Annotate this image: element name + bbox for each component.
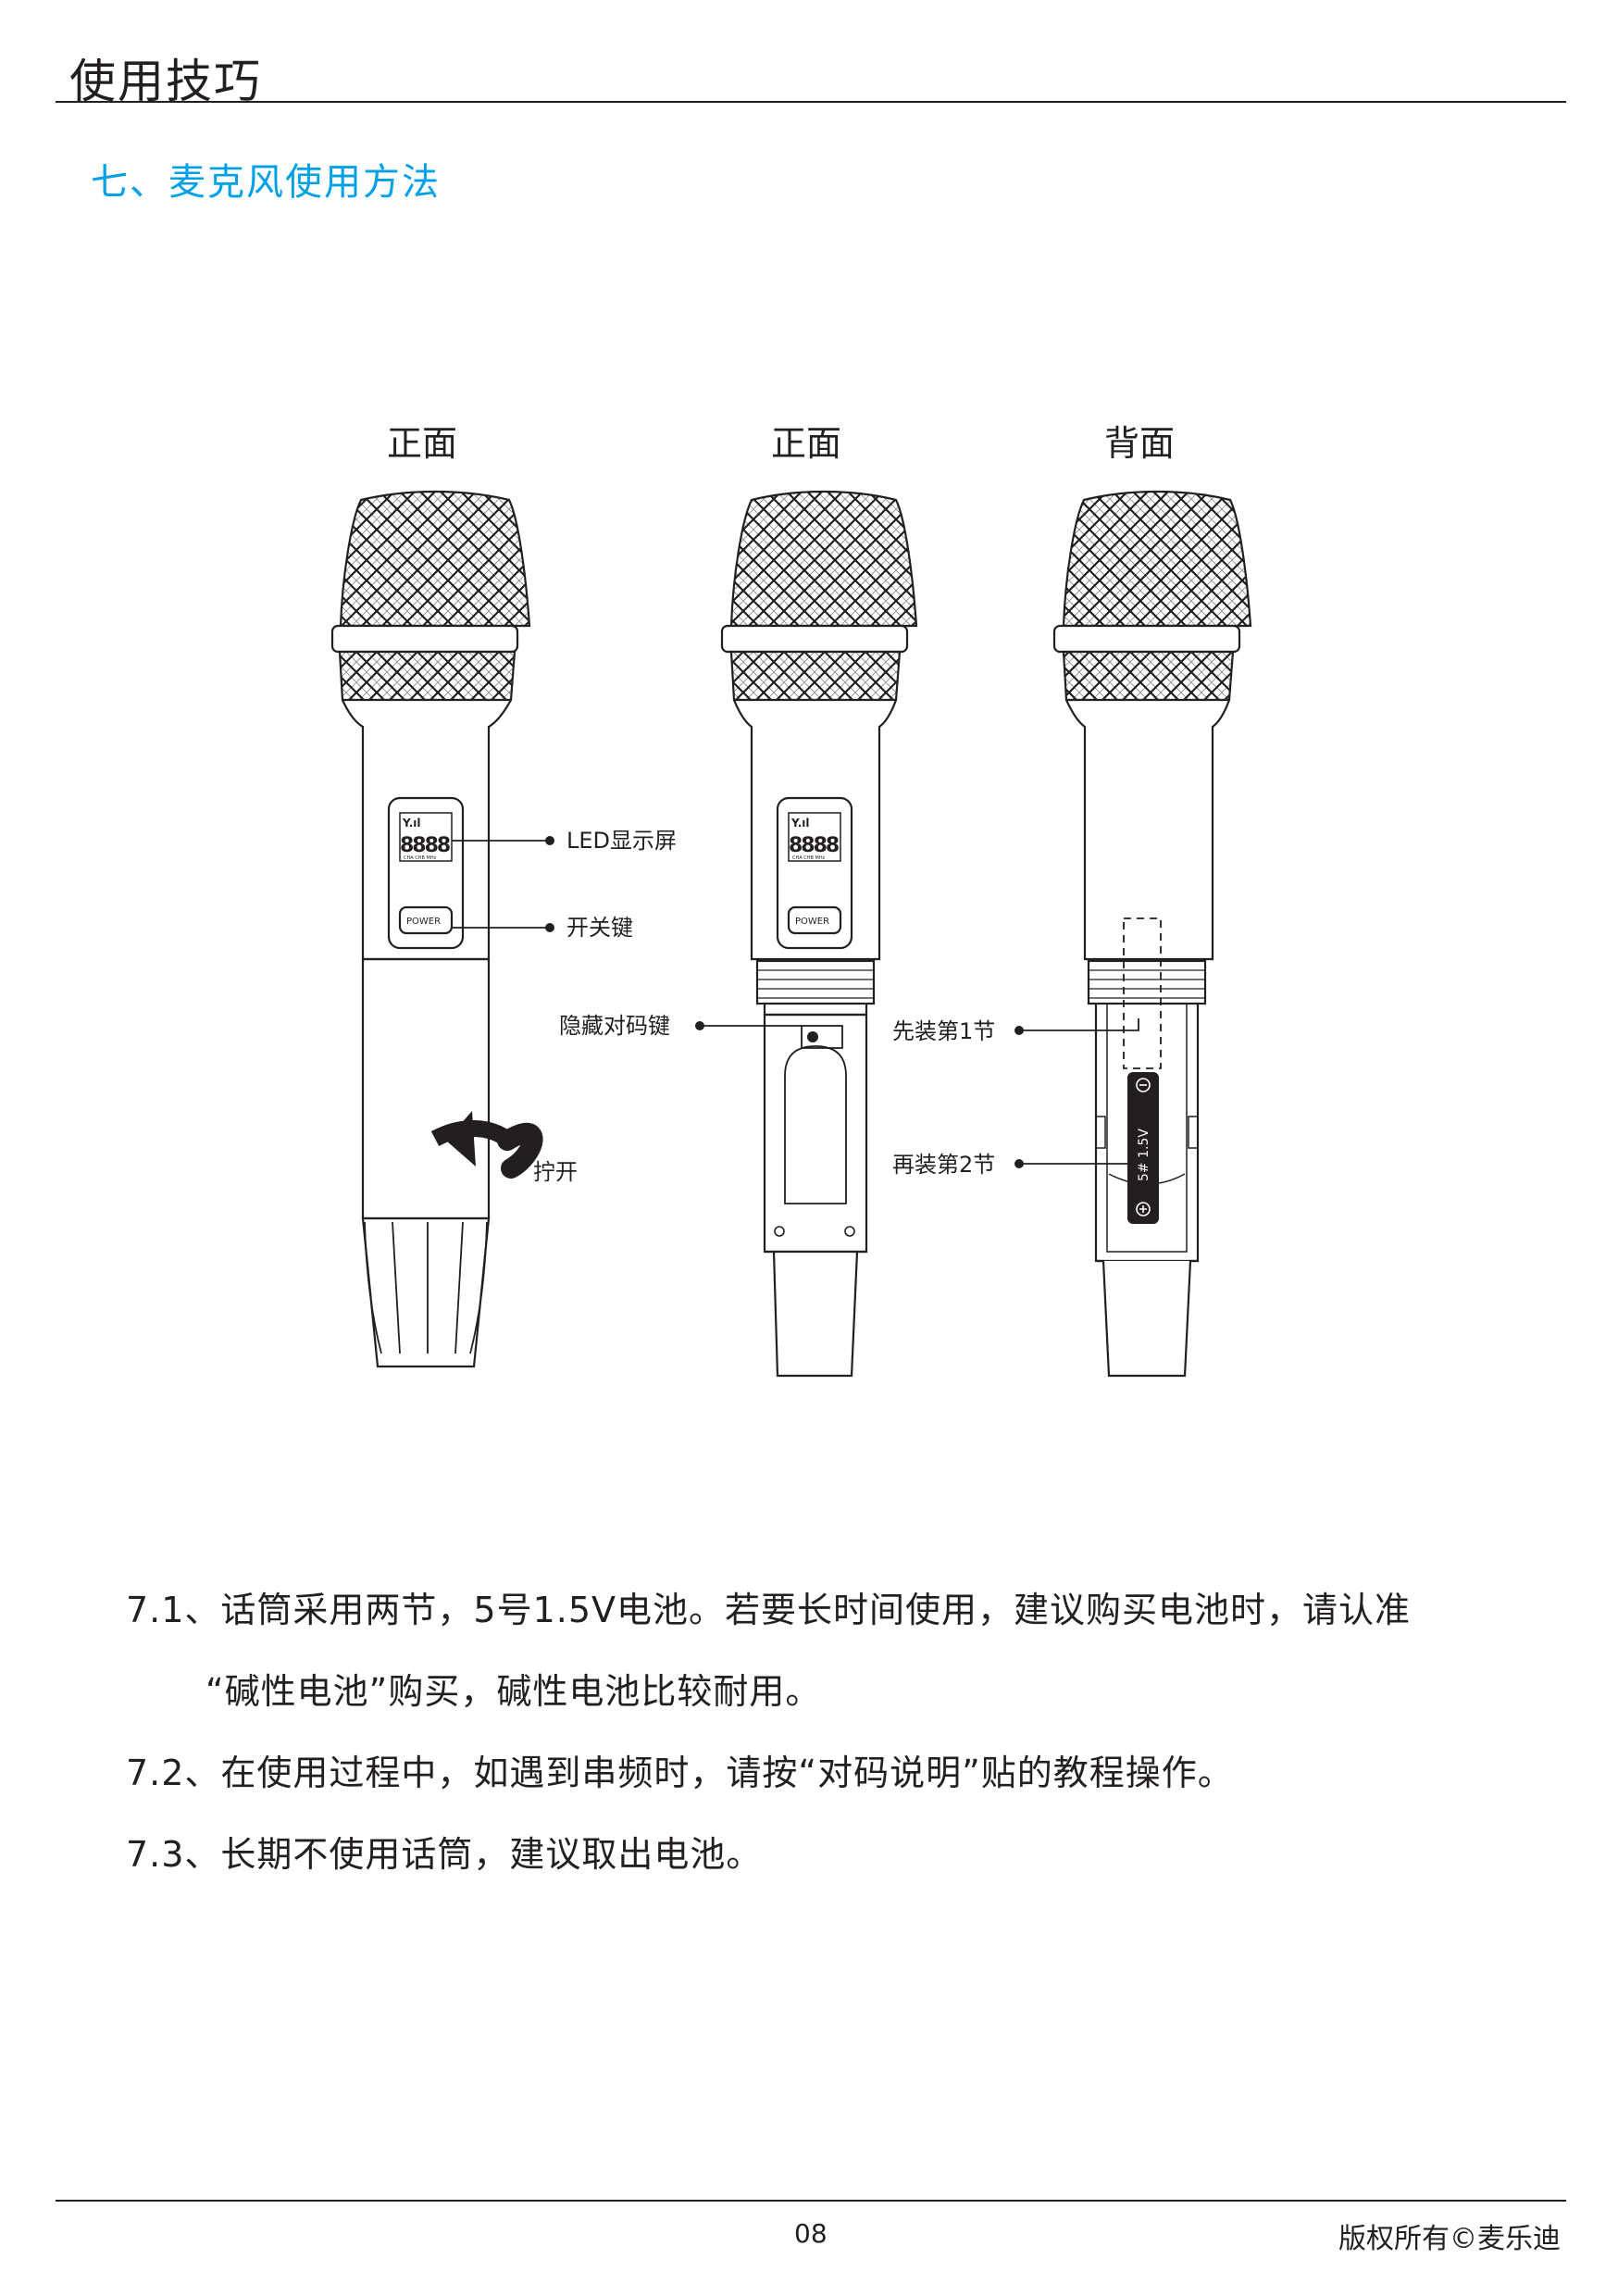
- page-header-title: 使用技巧: [69, 55, 262, 108]
- note-7-1-line-1: 7.1、话筒采用两节，5号1.5V电池。若要长时间使用，建议购买电池时，请认准: [126, 1590, 1412, 1630]
- view-label-front-2: 正面: [771, 423, 842, 464]
- minus-icon: [1136, 1078, 1151, 1092]
- mic-front-1: [330, 490, 531, 1368]
- microphone-grille: [729, 490, 918, 628]
- microphone-grille: [1062, 490, 1252, 628]
- note-7-2: 7.2、在使用过程中，如遇到串频时，请按“对码说明”贴的教程操作。: [126, 1753, 1234, 1793]
- mic-front-2: [720, 490, 918, 1378]
- battery-icon: [1127, 1072, 1159, 1224]
- callout-leaders: [452, 840, 1139, 1165]
- rotate-arrow-icon: [430, 1111, 543, 1179]
- svg-text:5# 1.5V: 5# 1.5V: [1137, 1129, 1151, 1181]
- view-label-front-1: 正面: [387, 423, 458, 464]
- plus-icon: [1136, 1202, 1151, 1217]
- note-7-3: 7.3、长期不使用话筒，建议取出电池。: [126, 1834, 763, 1875]
- callout-power: 开关键: [566, 915, 633, 941]
- microphone-grille: [339, 490, 531, 628]
- footer-divider: [56, 2200, 1566, 2202]
- microphone-diagram: Y.ıl 8888 CHA CHB MHz POWER Y.ıl 8888 CH…: [330, 490, 1252, 1378]
- svg-text:POWER: POWER: [795, 917, 829, 927]
- callout-battery-2: 再装第2节: [892, 1152, 995, 1178]
- svg-text:Y.ıl: Y.ıl: [790, 817, 810, 830]
- header-divider: [56, 101, 1566, 103]
- page-number: 08: [794, 2218, 828, 2249]
- callout-unscrew: 拧开: [533, 1159, 578, 1185]
- callout-pairing: 隐藏对码键: [559, 1013, 670, 1039]
- copyright-text: 版权所有©麦乐迪: [1338, 2223, 1561, 2255]
- note-7-1-line-2: “碱性电池”购买，碱性电池比较耐用。: [205, 1671, 822, 1712]
- view-label-back: 背面: [1104, 423, 1176, 464]
- callout-led: LED显示屏: [566, 828, 677, 854]
- callout-battery-1: 先装第1节: [892, 1018, 995, 1044]
- svg-text:8888: 8888: [400, 834, 450, 857]
- svg-text:8888: 8888: [789, 834, 839, 857]
- svg-text:CHA CHB MHz: CHA CHB MHz: [404, 855, 437, 861]
- svg-text:CHA CHB MHz: CHA CHB MHz: [792, 855, 826, 861]
- svg-text:Y.ıl: Y.ıl: [402, 817, 421, 830]
- section-title: 七、麦克风使用方法: [91, 161, 441, 204]
- mic-back: [1052, 490, 1252, 1378]
- svg-text:POWER: POWER: [406, 917, 441, 927]
